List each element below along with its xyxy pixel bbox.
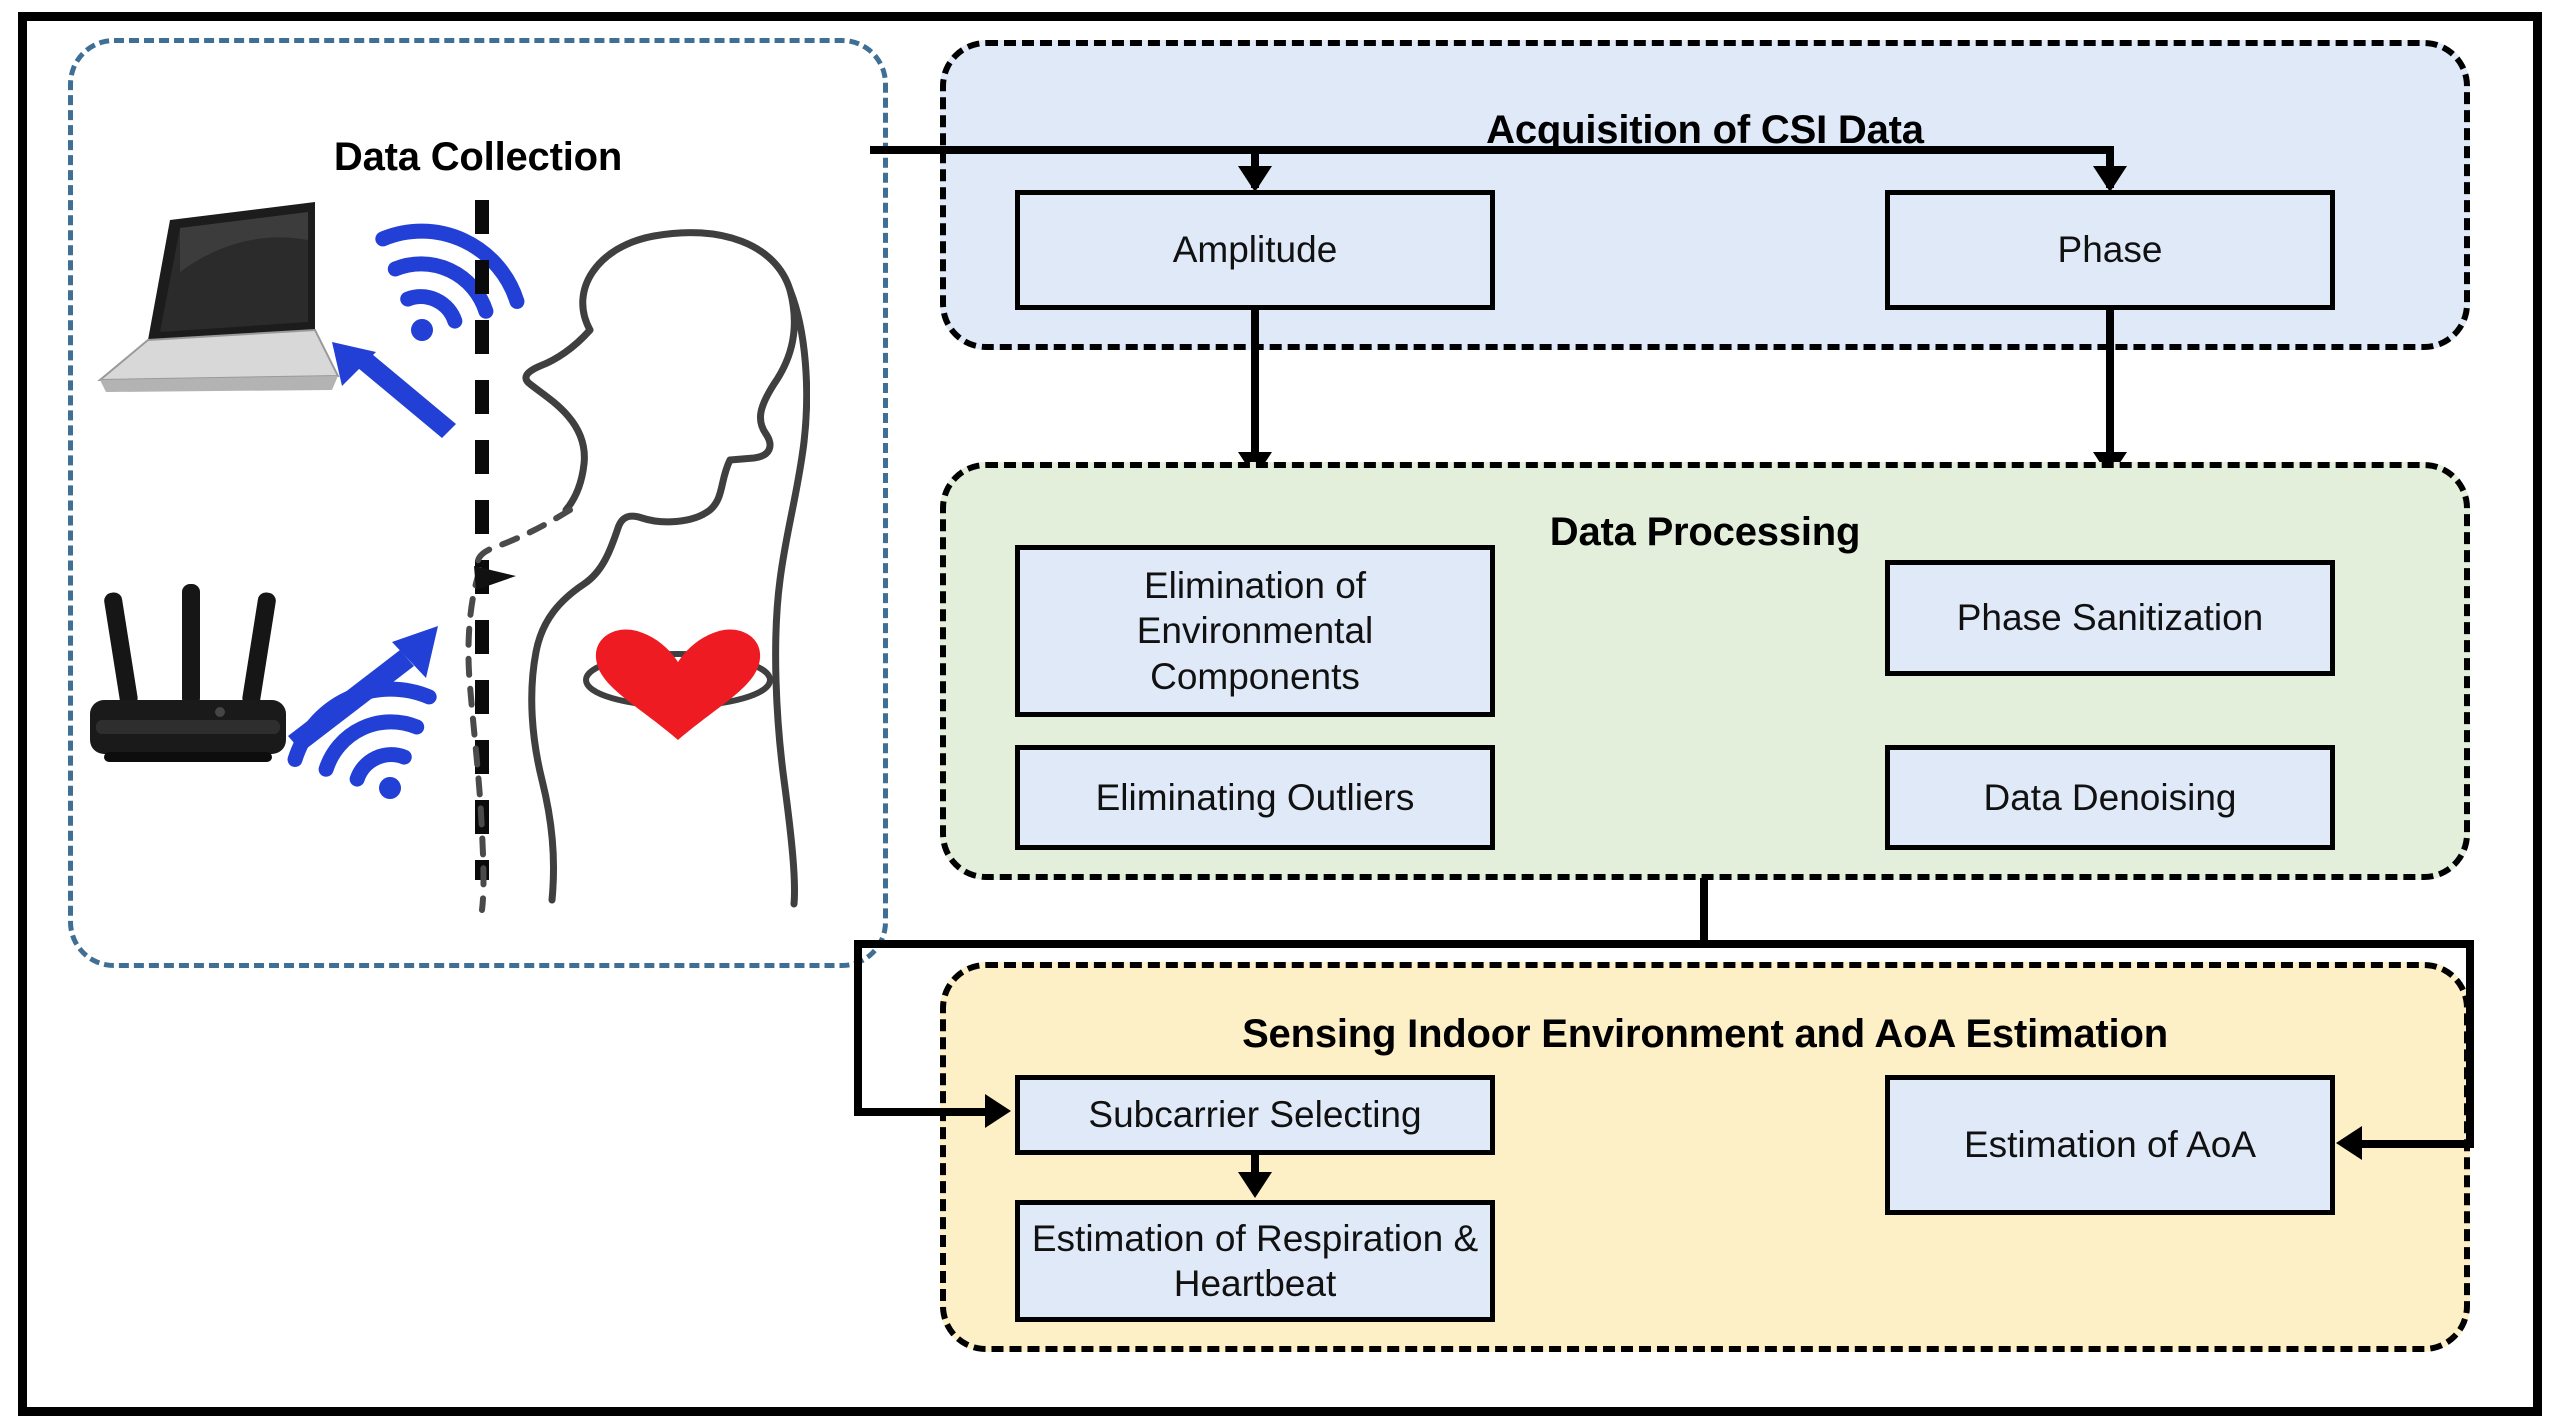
blue-arrow-icon <box>332 342 456 438</box>
box-estimation-of-aoa[interactable]: Estimation of AoA <box>1885 1075 2335 1215</box>
panel-title-data-collection: Data Collection <box>333 135 623 179</box>
connector-into-subcarrier <box>854 1108 989 1116</box>
arrowhead-to-subcarrier <box>985 1094 1011 1128</box>
box-phase-sanitization[interactable]: Phase Sanitization <box>1885 560 2335 676</box>
box-subcarrier-selecting[interactable]: Subcarrier Selecting <box>1015 1075 1495 1155</box>
blue-arrow-icon <box>288 626 438 752</box>
box-eliminating-outliers[interactable]: Eliminating Outliers <box>1015 745 1495 850</box>
data-collection-illustration <box>90 200 810 913</box>
heart-icon <box>583 629 773 740</box>
outer-frame <box>18 12 2542 1416</box>
arrowhead-to-respiration <box>1238 1172 1272 1198</box>
connector-processing-down <box>1700 878 1708 948</box>
laptop-icon <box>97 202 340 392</box>
human-torso-silhouette <box>522 229 810 908</box>
arrowhead-to-aoa <box>2336 1126 2362 1160</box>
wifi-signal-icon <box>375 223 525 341</box>
connector-into-aoa <box>2362 1140 2474 1148</box>
breathing-marker <box>474 566 516 590</box>
box-amplitude[interactable]: Amplitude <box>1015 190 1495 310</box>
connector-collection-to-acquisition <box>870 146 2110 154</box>
arrowhead-to-phase <box>2093 166 2127 192</box>
connector-amplitude-to-processing <box>1251 310 1259 468</box>
box-data-denoising[interactable]: Data Denoising <box>1885 745 2335 850</box>
arrowhead-to-amplitude <box>1238 166 1272 192</box>
panel-title-acquisition: Acquisition of CSI Data <box>1486 108 1924 152</box>
breathing-motion-outline <box>465 507 573 913</box>
box-elimination-of-environmental-components[interactable]: Elimination of Environmental Components <box>1015 545 1495 717</box>
panel-title-processing: Data Processing <box>1549 510 1861 554</box>
connector-distribution-bar <box>854 940 2474 948</box>
connector-right-leg <box>2466 940 2474 1140</box>
connector-subcarrier-to-respiration <box>1251 1155 1259 1183</box>
box-estimation-of-respiration-and-heartbeat[interactable]: Estimation of Respiration & Heartbeat <box>1015 1200 1495 1322</box>
wifi-router-icon <box>90 584 286 762</box>
connector-phase-to-processing <box>2106 310 2114 468</box>
connector-left-leg <box>854 940 862 1108</box>
box-phase[interactable]: Phase <box>1885 190 2335 310</box>
panel-title-sensing: Sensing Indoor Environment and AoA Estim… <box>1242 1012 2168 1056</box>
